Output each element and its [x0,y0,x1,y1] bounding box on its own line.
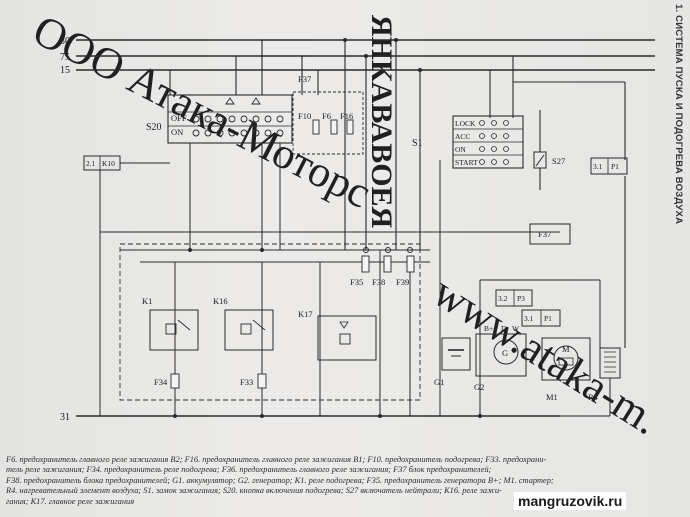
bus-label-15: 15 [60,65,70,76]
f37-box: F37 [529,223,571,245]
m-symbol: M [562,344,570,354]
k1-label: K1 [142,296,152,306]
f37-block-label: F37 [298,74,311,84]
legend-caption: F6. предохранитель главного реле зажиган… [6,455,656,507]
k16-label: K16 [213,296,228,306]
g1-label: G1 [434,377,444,387]
fuse-f39-label: F39 [396,277,409,287]
watermark-vertical: ЯНКАВАВОЕЯ [365,15,398,229]
fuse-f35-label: F35 [350,277,363,287]
fuse-group-bottom: F35 F38 F39 [350,247,415,287]
r4-label: R4 [588,392,599,402]
ignition-switch-s1: LOCK ACC ON START S1 [412,115,524,169]
s1-start-label: START [455,158,478,167]
g-symbol: G [502,348,508,358]
relay-k17: K17 [298,309,377,361]
bus-label-75: 75 [60,52,70,63]
s20-off-label: OFF [171,113,187,123]
relay-wiring [99,143,601,416]
fuse-f38-label: F38 [372,277,385,287]
fuse-f10-label: F10 [298,111,311,121]
connector-p1-mid: 3.1 P1 [521,309,561,327]
generator-g2: G B+ D W G2 [474,324,527,392]
starter-m1: M M1 [541,337,591,402]
p1-mid-label: P1 [544,314,552,323]
connector-k10: 2.1 K10 [83,155,170,171]
junction-dots [173,38,482,418]
section-title: 1. СИСТЕМА ПУСКА И ПОДОГРЕВА ВОЗДУХА [664,4,688,254]
fuse-f33-label: F33 [240,377,253,387]
relay-k16: K16 [213,296,274,351]
watermark: ООО Атака-Моторс www.ataka-m. ЯНКАВАВОЕЯ [25,5,667,444]
s1-label: S1 [412,138,423,149]
caption-line-4: R4. нагревательный элемент воздуха; S1. … [6,486,502,496]
neutral-switch-s27: S27 [533,151,565,169]
connector-p1-top: 3.1 P1 [590,157,628,175]
bus-label-30: 30 [60,36,70,47]
f37-box-label: F37 [538,229,551,239]
site-watermark-link[interactable]: mangruzovik.ru [514,492,627,510]
fuse-block-f37: F37 F10 F6 F16 [292,74,364,155]
k10-label: K10 [102,159,115,168]
g2-terminal-b-plus: B+ [484,324,493,333]
caption-line-5: гания; K17. главное реле зажигания [6,496,135,506]
bus-label-31: 31 [60,412,70,423]
heater-r4: R4 [560,347,621,417]
p1-top-pin-label: 3.1 [593,162,603,171]
k10-pin-label: 2.1 [86,159,96,168]
relay-k1: K1 [142,296,199,351]
k17-label: K17 [298,309,313,319]
p3-label: P3 [517,294,525,303]
fuses-f34-f33: F34 F33 [154,373,267,389]
s1-lock-label: LOCK [455,119,476,128]
s27-label: S27 [552,156,565,166]
caption-line-3: F38. предохранитель блока предохранителе… [6,475,554,485]
g2-terminal-w: W [512,324,520,333]
fuse-f34-label: F34 [154,377,168,387]
fuse-f16-label: F16 [340,111,353,121]
vertical-wires [169,40,626,348]
s1-on-label: ON [455,145,466,154]
s20-on-label: ON [171,127,183,137]
g2-label: G2 [474,382,484,392]
p1-mid-pin-label: 3.1 [524,314,534,323]
caption-line-1: F6. предохранитель главного реле зажиган… [6,455,547,464]
section-title-text: 1. СИСТЕМА ПУСКА И ПОДОГРЕВА ВОЗДУХА [673,4,684,225]
caption-line-2: тель реле зажигания; F34. предохранитель… [6,465,492,475]
connector-p3: 3.2 P3 [495,289,533,307]
relay-module-outline [119,243,421,401]
switch-s20: OFF ON S20 [146,94,293,144]
g2-terminal-d: D [501,324,507,333]
watermark-text-2: www.ataka-m. [425,267,668,444]
p1-top-label: P1 [611,162,619,171]
s1-acc-label: ACC [455,132,470,141]
fuse-f6-label: F6 [322,111,331,121]
p3-pin-label: 3.2 [498,294,508,303]
s20-label: S20 [146,122,162,133]
m1-label: M1 [546,392,558,402]
battery-g1: G1 [434,337,471,387]
